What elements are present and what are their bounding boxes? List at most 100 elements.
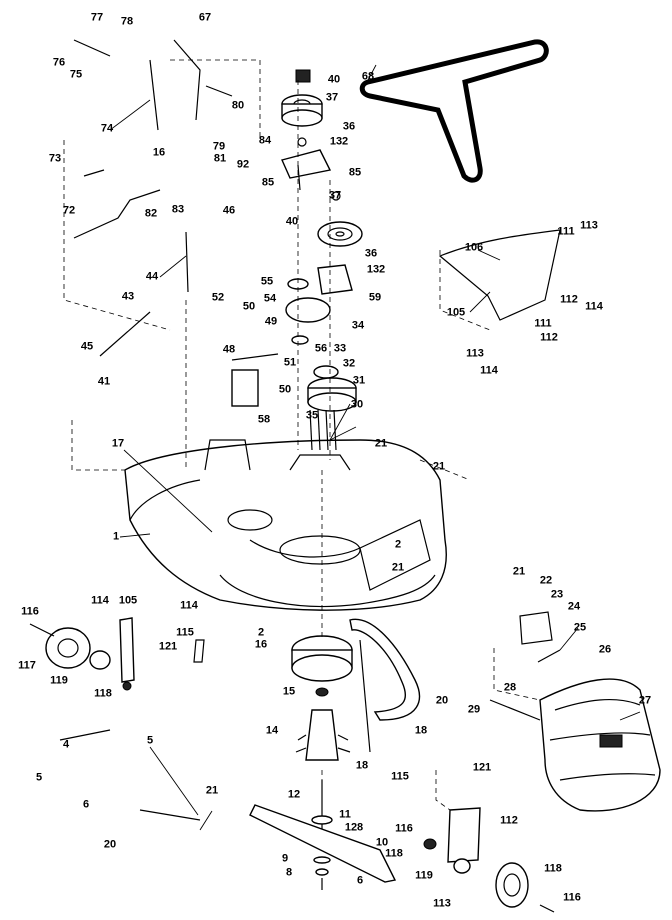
callout-label: 68 — [361, 70, 375, 83]
callout-label: 20 — [103, 838, 117, 851]
callout-label: 21 — [432, 460, 446, 473]
callout-label: 27 — [638, 694, 652, 707]
callout-label: 115 — [391, 770, 409, 783]
callout-label: 85 — [348, 166, 362, 179]
callout-label: 79 — [212, 140, 226, 153]
callout-label: 40 — [285, 215, 299, 228]
callout-label: 28 — [503, 681, 517, 694]
callout-label: 34 — [351, 319, 365, 332]
upper-pulley-stack — [281, 69, 363, 451]
callout-label: 115 — [176, 626, 194, 639]
callout-label: 6 — [82, 798, 90, 811]
callout-label: 40 — [327, 73, 341, 86]
callout-label: 18 — [355, 759, 369, 772]
callout-label: 17 — [111, 437, 125, 450]
callout-label: 4 — [62, 738, 70, 751]
callout-label: 118 — [94, 687, 112, 700]
callout-label: 113 — [580, 219, 598, 232]
callout-label: 54 — [263, 292, 277, 305]
callout-label: 37 — [328, 189, 342, 202]
callout-label: 75 — [69, 68, 83, 81]
callout-label: 114 — [585, 300, 603, 313]
callout-label: 55 — [260, 275, 274, 288]
callout-label: 20 — [435, 694, 449, 707]
callout-label: 18 — [414, 724, 428, 737]
callout-label: 48 — [222, 343, 236, 356]
callout-label: 1 — [112, 530, 120, 543]
callout-label: 105 — [118, 594, 138, 607]
callout-label: 117 — [18, 659, 36, 672]
lift-linkage — [59, 39, 561, 821]
callout-label: 29 — [467, 703, 481, 716]
callout-label: 14 — [265, 724, 279, 737]
callout-label: 67 — [198, 11, 212, 24]
mower-deck-housing — [124, 439, 447, 611]
callout-label: 116 — [21, 605, 39, 618]
callout-label: 5 — [35, 771, 43, 784]
callout-label: 2 — [394, 538, 402, 551]
callout-label: 25 — [573, 621, 587, 634]
callout-label: 132 — [329, 135, 349, 148]
callout-label: 76 — [52, 56, 66, 69]
callout-label: 118 — [385, 847, 403, 860]
callout-label: 84 — [258, 134, 272, 147]
callout-label: 73 — [48, 152, 62, 165]
callout-label: 52 — [211, 291, 225, 304]
callout-label: 12 — [287, 788, 301, 801]
callout-label: 50 — [278, 383, 292, 396]
callout-label: 81 — [213, 152, 227, 165]
callout-label: 82 — [144, 207, 158, 220]
callout-label: 128 — [344, 821, 364, 834]
callout-label: 80 — [231, 99, 245, 112]
callout-label: 46 — [222, 204, 236, 217]
callout-label: 2 — [257, 626, 265, 639]
callout-label: 21 — [205, 784, 219, 797]
callout-label: 33 — [333, 342, 347, 355]
callout-label: 113 — [466, 347, 484, 360]
callout-label: 119 — [50, 674, 68, 687]
callout-label: 105 — [446, 306, 466, 319]
callout-label: 116 — [563, 891, 581, 904]
callout-label: 11 — [339, 808, 351, 821]
callout-label: 10 — [375, 836, 389, 849]
callout-label: 5 — [146, 734, 154, 747]
callout-label: 35 — [305, 409, 319, 422]
callout-label: 23 — [550, 588, 564, 601]
callout-label: 30 — [350, 398, 364, 411]
assembly-guide-lines — [63, 59, 541, 811]
callout-leaders — [109, 64, 641, 831]
callout-label: 113 — [433, 897, 451, 910]
callout-label: 41 — [97, 375, 111, 388]
callout-label: 36 — [364, 247, 378, 260]
callout-label: 32 — [342, 357, 356, 370]
callout-label: 36 — [342, 120, 356, 133]
callout-label: 114 — [480, 364, 498, 377]
callout-label: 132 — [366, 263, 386, 276]
callout-label: 22 — [539, 574, 553, 587]
callout-label: 9 — [281, 852, 289, 865]
callout-label: 26 — [598, 643, 612, 656]
callout-label: 121 — [472, 761, 492, 774]
callout-label: 24 — [567, 600, 581, 613]
callout-label: 112 — [500, 814, 518, 827]
callout-label: 6 — [356, 874, 364, 887]
belt-guide — [349, 618, 421, 753]
callout-label: 74 — [100, 122, 114, 135]
discharge-chute — [539, 678, 661, 812]
callout-label: 44 — [145, 270, 159, 283]
callout-label: 21 — [374, 437, 388, 450]
callout-label: 112 — [540, 331, 558, 344]
callout-label: 111 — [534, 317, 552, 330]
callout-label: 8 — [285, 866, 293, 879]
callout-label: 37 — [325, 91, 339, 104]
callout-label: 16 — [152, 146, 166, 159]
callout-label: 49 — [264, 315, 278, 328]
callout-label: 111 — [557, 225, 575, 238]
callout-label: 77 — [90, 11, 104, 24]
callout-label: 21 — [391, 561, 405, 574]
callout-label: 112 — [560, 293, 578, 306]
callout-label: 58 — [257, 413, 271, 426]
callout-label: 106 — [464, 241, 484, 254]
